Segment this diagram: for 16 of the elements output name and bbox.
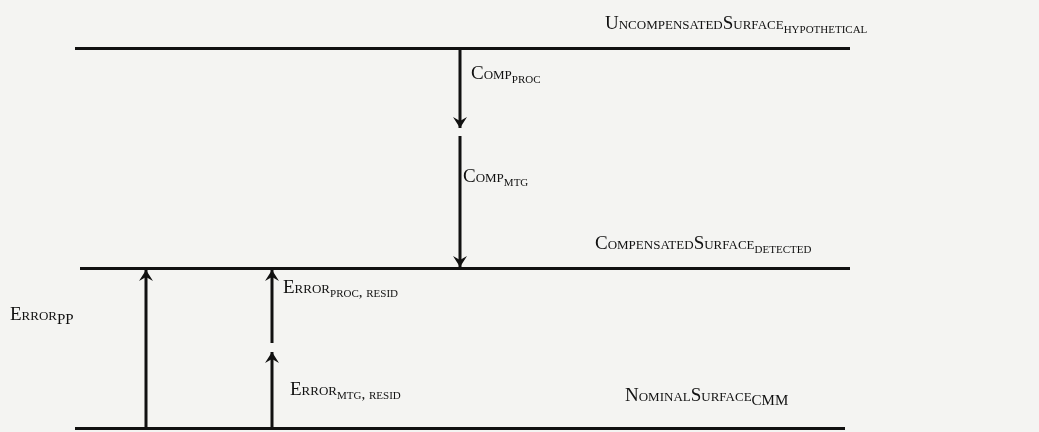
surface-label: NominalSurface$_{CMM}$ bbox=[625, 384, 789, 406]
arrow bbox=[139, 270, 153, 427]
arrow bbox=[265, 270, 279, 343]
surface-label: CompensatedSurface$_{detected}$ bbox=[595, 232, 812, 254]
edge-label: Error$_{PP}$ bbox=[10, 303, 74, 325]
edge-label: Error$_{proc, resid}$ bbox=[283, 276, 399, 298]
surface-line bbox=[80, 267, 850, 270]
surface-label: UncompensatedSurface$_{hypothetical}$ bbox=[605, 12, 868, 34]
arrow bbox=[453, 50, 467, 128]
surface-line bbox=[75, 427, 845, 430]
edge-label: Error$_{mtg, resid}$ bbox=[290, 378, 401, 400]
surface-line bbox=[75, 47, 850, 50]
arrow bbox=[265, 352, 279, 427]
edge-label: Comp$_{proc}$ bbox=[471, 62, 541, 84]
arrow bbox=[453, 136, 467, 267]
edge-label: Comp$_{mtg}$ bbox=[463, 165, 529, 187]
